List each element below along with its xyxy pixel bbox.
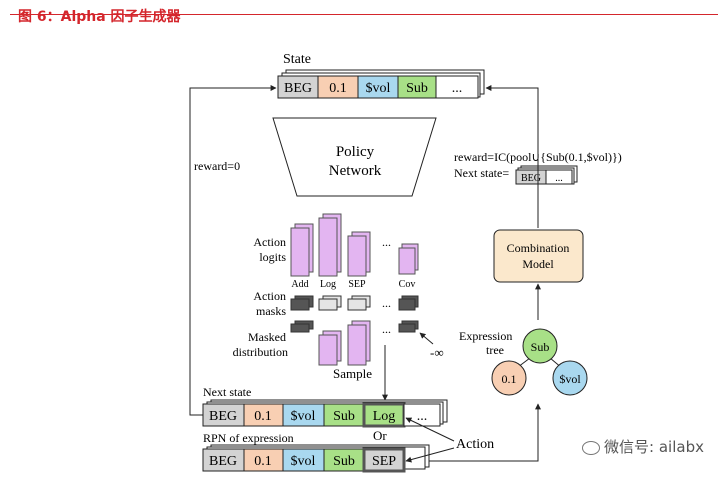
state-token-text: 0.1 [329,81,347,96]
mask-cov [398,298,416,311]
next-token-text: Log [373,409,396,424]
logit-bar-log [318,217,338,277]
state-token-more [435,75,479,99]
action-label: Action [456,437,494,452]
rpn-token-text: Sub [333,454,355,469]
masks-ellipsis: ... [382,296,391,310]
expr-tree-label-line1: Expression [459,329,512,343]
neg-inf-arrow [419,332,434,345]
wechat-icon [582,440,601,455]
rpn-token-sep [362,447,406,473]
logit-bar-sep [347,235,367,277]
reward0-arrow [189,85,277,416]
state-token-text: ... [452,81,463,96]
action-logits-label-line1: Action [253,235,286,249]
rpn-token-text: SEP [372,454,396,469]
masked-dist-label-line2: distribution [233,345,288,359]
figure-title: 图 6：Alpha 因子生成器 [18,9,181,25]
combination-model [493,229,584,283]
masked-sep [347,324,367,366]
sample-label: Sample [333,366,372,381]
policy-label-line1: Policy [336,144,375,160]
action-logits-label-line2: logits [259,250,286,264]
masked-dist-label-line1: Masked [248,330,286,344]
mask-add [290,298,310,311]
state-label: State [283,52,311,67]
combo-label-line2: Model [522,257,554,271]
tree-node-sub [522,328,558,364]
op-label-add: Add [291,279,308,290]
next-token-text: 0.1 [254,409,272,424]
next-state-token-text: BEG [521,173,541,184]
next-state-token-more [545,169,573,185]
reward0-label: reward=0 [194,159,240,173]
next-token-text: BEG [209,409,237,424]
expr-tree-label-line2: tree [486,343,504,357]
logits-ellipsis: ... [382,235,391,249]
combo-label-line1: Combination [507,241,570,255]
action-logits: ... [290,213,419,277]
next-token-text: ... [417,409,428,424]
watermark-text: 微信号: ailabx [604,438,704,456]
masked-log [318,334,338,366]
state-row: BEG 0.1 $vol Sub ... [277,69,485,99]
action-masks-label-line2: masks [256,304,286,318]
action-masks-label-line1: Action [253,289,286,303]
mask-log [318,298,338,311]
masked-ellipsis: ... [382,322,391,336]
policy-network [272,117,437,197]
op-label-log: Log [320,279,336,290]
policy-label-line2: Network [329,163,382,179]
next-state-label: Next state= [454,166,509,180]
title-rule [10,14,718,15]
logit-bar-cov [398,247,416,275]
state-token-text: $vol [366,81,391,96]
logit-bar-add [290,227,310,277]
tree-node-num-text: 0.1 [502,372,517,386]
neg-inf-label: -∞ [430,345,444,360]
action-arrow-log [405,417,455,442]
rpn-token-text: BEG [209,454,237,469]
next-state-row-label: Next state [203,385,251,399]
reward-arrow [485,85,539,228]
masked-cov [398,323,416,333]
masked-add [290,323,310,333]
rpn-token-text: 0.1 [254,454,272,469]
next-token-text: Sub [333,409,355,424]
action-arrow-sep [405,447,455,463]
op-label-cov: Cov [399,279,416,290]
next-state-token-text: ... [555,173,563,184]
tree-node-num [491,360,527,396]
next-token-text: $vol [291,409,316,424]
tree-node-vol [552,360,588,396]
action-masks: ... [290,295,419,311]
masked-distribution: ... [290,320,419,366]
rpn-label: RPN of expression [203,431,294,445]
tree-node-vol-text: $vol [559,372,581,386]
state-token-text: Sub [406,81,428,96]
tree-node-sub-text: Sub [531,340,550,354]
mask-sep [347,298,367,311]
next-state-row: BEG 0.1 $vol Sub Log ... [202,399,448,428]
rpn-to-tree-arrow [428,403,541,462]
state-token-text: BEG [284,81,312,96]
rpn-row: BEG 0.1 $vol Sub SEP [202,444,430,473]
rpn-token-text: $vol [291,454,316,469]
op-label-sep: SEP [348,279,366,290]
watermark: 微信号: ailabx [582,436,704,457]
or-label: Or [373,428,387,443]
